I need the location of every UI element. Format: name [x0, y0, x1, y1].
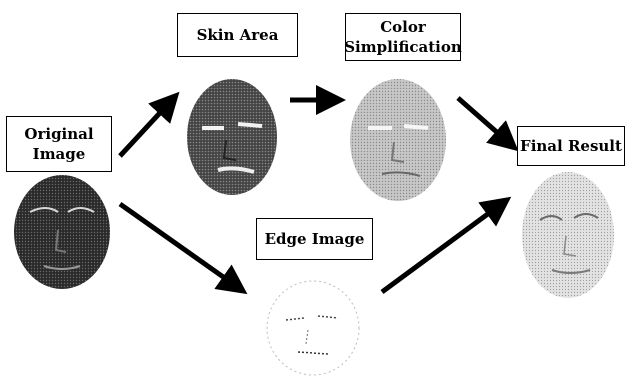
final-result-label: Final Result	[520, 136, 622, 156]
arrow-original-to-edge	[120, 204, 236, 286]
face-original-photo-icon	[14, 175, 110, 289]
final-result-label-box: Final Result	[517, 126, 625, 166]
color-simplification-label-line2: Simplification	[344, 37, 462, 57]
color-simplification-label-line1: Color	[380, 17, 426, 37]
face-color-simplified-icon	[350, 79, 446, 201]
skin-area-label-box: Skin Area	[177, 13, 298, 57]
original-image-label-line2: Image	[33, 144, 86, 164]
face-edge-sketch-icon	[267, 281, 359, 375]
edge-image-label: Edge Image	[265, 229, 365, 249]
arrow-color-to-final	[458, 98, 508, 142]
original-image-label-box: Original Image	[6, 116, 112, 172]
original-image-label-line1: Original	[24, 124, 93, 144]
color-simplification-label-box: Color Simplification	[345, 13, 461, 61]
face-final-result-icon	[522, 172, 614, 298]
face-skin-area-icon	[187, 79, 277, 195]
skin-area-label: Skin Area	[197, 25, 279, 45]
arrow-original-to-skin	[120, 102, 170, 156]
arrow-edge-to-final	[382, 205, 500, 292]
edge-image-label-box: Edge Image	[256, 218, 373, 260]
